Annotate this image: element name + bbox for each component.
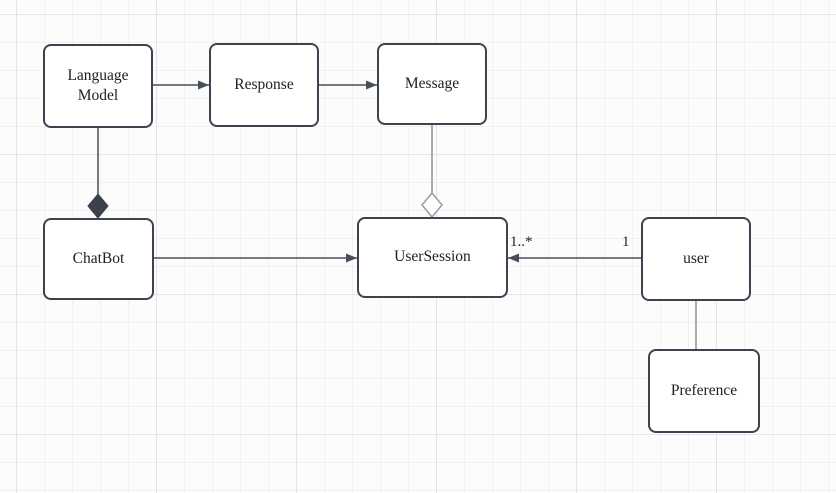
composition-diamond-icon (87, 193, 109, 219)
node-response-label: Response (234, 75, 294, 93)
arrowhead-icon (366, 80, 377, 90)
multiplicity-label-0[interactable]: 1..* (510, 234, 533, 250)
multiplicity-label-1[interactable]: 1 (622, 234, 630, 250)
node-response[interactable]: Response (209, 43, 319, 127)
node-preference-label: Preference (670, 381, 738, 399)
node-preference[interactable]: Preference (648, 349, 760, 433)
edge-message-usersession-aggregation[interactable] (421, 125, 443, 219)
edge-chatbot-to-usersession[interactable] (154, 253, 357, 263)
edge-language-model-chatbot-composition[interactable] (87, 128, 109, 219)
edge-response-to-message[interactable] (319, 80, 377, 90)
edge-language-model-to-response[interactable] (153, 80, 209, 90)
node-user[interactable]: user (641, 217, 751, 301)
node-language-model-label: Language Model (67, 66, 129, 104)
edge-user-to-usersession[interactable] (508, 253, 641, 263)
node-chatbot[interactable]: ChatBot (43, 218, 154, 300)
aggregation-diamond-icon (421, 191, 443, 219)
node-user-label: user (683, 249, 709, 267)
node-message-label: Message (404, 74, 460, 92)
arrowhead-icon (508, 253, 519, 263)
arrowhead-icon (346, 253, 357, 263)
node-usersession-label: UserSession (394, 248, 471, 266)
node-chatbot-label: ChatBot (72, 249, 125, 267)
arrowhead-icon (198, 80, 209, 90)
node-usersession[interactable]: UserSession (357, 217, 508, 298)
node-language-model[interactable]: Language Model (43, 44, 153, 128)
node-message[interactable]: Message (377, 43, 487, 125)
